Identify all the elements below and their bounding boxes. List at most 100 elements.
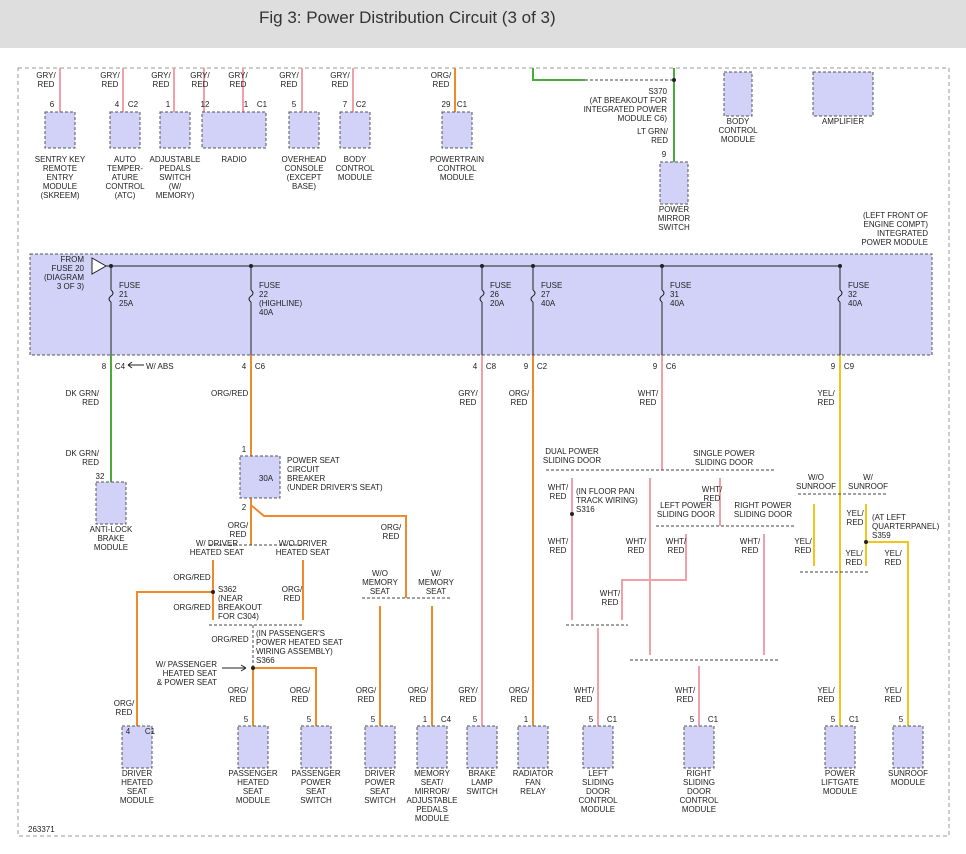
component-bottom-7 [517,725,549,769]
fuse-symbol [659,289,665,303]
wire-color-label: RED [885,695,902,704]
wire-color-label: WHT/ [548,483,569,492]
component-label: PASSENGER [228,769,277,778]
wire-color-label: GRY/ [228,71,248,80]
s366-arrow [222,664,247,672]
splice-s370-label: S370 [648,87,667,96]
breaker-amp: 30A [259,474,274,483]
wire-color-label: ORG/RED [173,603,211,612]
component-skreem [44,111,76,149]
wire-color-label: RED [358,695,375,704]
component-bottom-4 [364,725,396,769]
wire-color-label: RED [460,695,477,704]
component-bottom-3 [300,725,332,769]
component-label: ANTI-LOCK [90,525,133,534]
figure-title: Fig 3: Power Distribution Circuit (3 of … [259,8,556,27]
pin-number: 1 [244,100,249,109]
component-label: MODULE [823,787,857,796]
component-label: CONTROL [335,164,375,173]
splice-s316 [570,512,574,516]
pin-number: 5 [292,100,297,109]
from-fuse-label: (DIAGRAM [44,273,84,282]
wire-color-label: RED [640,398,657,407]
component-label: MODULE [236,796,270,805]
connector-id: C4 [441,715,452,724]
wire-color-label: RED [651,136,668,145]
wire-color-label: LT GRN/ [637,127,669,136]
splice-s370-label: (AT BREAKOUT FOR [590,96,668,105]
option-label: LEFT POWER [660,501,712,510]
option-label: & POWER SEAT [157,678,217,687]
wire-color-label: RED [846,558,863,567]
wire-color-label: RED [230,695,247,704]
wire-color-label: GRY/ [458,686,478,695]
component-label: ADJUSTABLE [150,155,201,164]
wire-color-label: RED [602,598,619,607]
pin-number: 9 [524,362,529,371]
s366-note: POWER HEATED SEAT [256,638,343,647]
component-label: SWITCH [658,223,690,232]
pin-number: 6 [50,100,55,109]
from-fuse-label: FROM [60,255,84,264]
pin-number: 7 [343,100,348,109]
component-bottom-11 [892,725,924,769]
wire-color-label: YEL/ [846,509,864,518]
option-label: SLIDING DOOR [543,456,601,465]
option-label: RIGHT POWER [734,501,791,510]
s366-note: (IN PASSENGER'S [256,629,325,638]
fuse-label: (HIGHLINE) [259,299,302,308]
wire-color-label: GRY/ [458,389,478,398]
text-layer: GRY/REDGRY/REDGRY/REDGRY/REDGRY/REDGRY/R… [28,71,940,834]
wire-color-label: WHT/ [626,537,647,546]
component-amplifier [812,71,874,117]
component-label: SEAT [306,787,326,796]
wire-color-label: RED [332,80,349,89]
wire-color-label: RED [550,546,567,555]
breaker-label: CIRCUIT [287,465,320,474]
wire-color-label: RED [628,546,645,555]
component-pcm [441,111,473,149]
splice-s362 [211,590,215,594]
wire-color-label: YEL/ [794,537,812,546]
component-label: MIRROR [658,214,691,223]
component-label: CONTROL [679,796,719,805]
component-label: MODULE [581,805,615,814]
option-label: W/O [372,569,388,578]
component-label: ATURE [112,173,139,182]
component-label: BRAKE [97,534,124,543]
abs-arrow [127,361,144,369]
wire-color-label: ORG/ [356,686,377,695]
fuse-label: 22 [259,290,268,299]
option-label: HEATED SEAT [163,669,217,678]
component-label: MODULE [43,182,77,191]
splice-s316-label: (IN FLOOR PAN [576,487,635,496]
component-label: BASE) [292,182,316,191]
component-label: MODULE [120,796,154,805]
component-label: LIFTGATE [821,778,859,787]
wire-color-label: ORG/ [431,71,452,80]
option-label: W/ DRIVER [196,539,238,548]
component-label: CONTROL [105,182,145,191]
wire-color-label: WHT/ [600,589,621,598]
component-label: DOOR [687,787,711,796]
component-label: ADJUSTABLE [407,796,458,805]
component-label: OVERHEAD [282,155,327,164]
component-label: POWER [365,778,395,787]
component-label: CONSOLE [284,164,323,173]
component-bcm-top [723,71,753,117]
component-label: MEMORY) [156,191,195,200]
connector-id: C8 [486,362,497,371]
wire-color-label: ORG/RED [211,389,249,398]
option-label: SLIDING DOOR [734,510,792,519]
wire-color-label: YEL/ [817,686,835,695]
fuse-label: 40A [541,299,556,308]
wire-color-label: RED [576,695,593,704]
component-bottom-2 [237,725,269,769]
component-bottom-5 [416,725,448,769]
pin-number: 9 [662,150,667,159]
component-label: SWITCH [364,796,396,805]
component-label: CONTROL [718,126,758,135]
connector-id: C1 [257,100,268,109]
connector-id: C1 [708,715,719,724]
fuse-label: 27 [541,290,550,299]
